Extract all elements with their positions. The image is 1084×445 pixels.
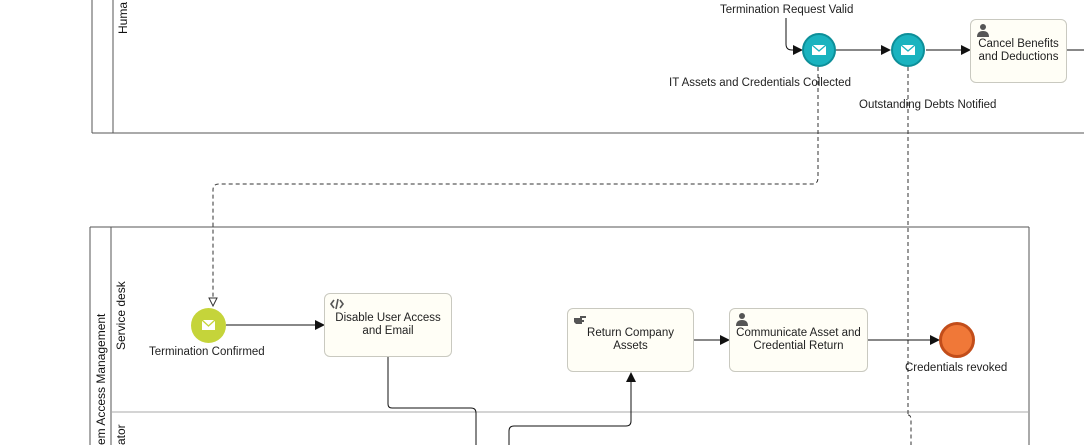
envelope-icon bbox=[900, 44, 916, 55]
user-icon bbox=[977, 24, 989, 37]
lane-title-administrator: ator bbox=[114, 424, 128, 445]
communicate-return-label: Communicate Asset and Credential Return bbox=[736, 327, 861, 352]
envelope-icon bbox=[811, 44, 827, 55]
cancel-benefits-label: Cancel Benefits and Deductions bbox=[978, 38, 1059, 63]
lane-title-human-resources: Huma bbox=[116, 1, 130, 34]
top-pool bbox=[91, 0, 1084, 134]
it-assets-collected-event[interactable] bbox=[802, 33, 836, 67]
disable-user-access-label: Disable User Access and Email bbox=[335, 312, 441, 337]
script-icon bbox=[330, 298, 344, 310]
return-assets-label: Return Company Assets bbox=[587, 327, 674, 352]
bottom-flows bbox=[226, 320, 940, 445]
return-assets-task[interactable]: Return Company Assets bbox=[567, 308, 694, 372]
credentials-revoked-label: Credentials revoked bbox=[905, 362, 1008, 374]
user-icon bbox=[736, 313, 748, 326]
termination-request-valid-label: Termination Request Valid bbox=[720, 4, 854, 16]
bottom-pool bbox=[89, 226, 1030, 445]
top-flows bbox=[785, 18, 1084, 55]
termination-confirmed-label: Termination Confirmed bbox=[149, 346, 265, 358]
cancel-benefits-task[interactable]: Cancel Benefits and Deductions bbox=[970, 19, 1067, 83]
message-flows bbox=[213, 67, 912, 445]
credentials-revoked-event[interactable] bbox=[939, 322, 975, 358]
communicate-return-task[interactable]: Communicate Asset and Credential Return bbox=[729, 308, 868, 372]
outstanding-debts-label: Outstanding Debts Notified bbox=[859, 99, 997, 111]
lane-title-service-desk: Service desk bbox=[114, 281, 128, 350]
outstanding-debts-event[interactable] bbox=[891, 33, 925, 67]
envelope-icon bbox=[201, 319, 216, 330]
disable-user-access-task[interactable]: Disable User Access and Email bbox=[324, 293, 452, 357]
hand-icon bbox=[574, 316, 586, 324]
it-assets-collected-label: IT Assets and Credentials Collected bbox=[669, 77, 851, 89]
pool-title: em Access Management bbox=[94, 313, 108, 445]
termination-confirmed-event[interactable] bbox=[191, 308, 226, 343]
